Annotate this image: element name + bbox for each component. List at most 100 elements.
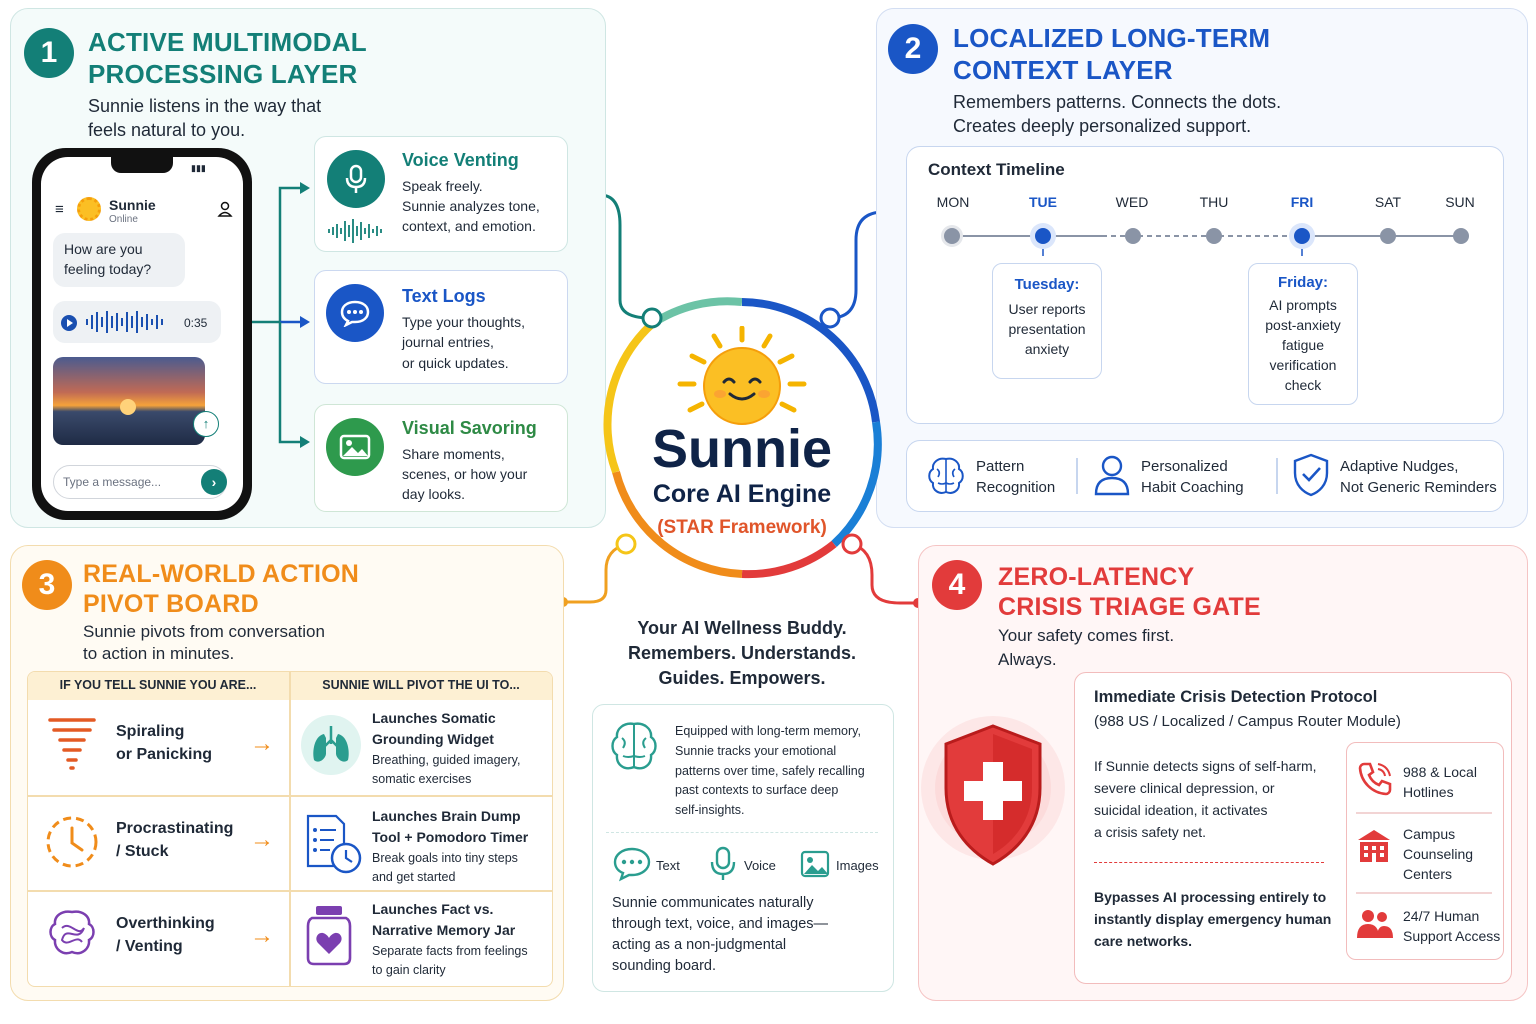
brain-icon [928,457,964,494]
day-label: MON [936,194,970,210]
arrow-right-icon: → [250,730,274,757]
voice-waveform-icon [328,219,382,243]
layer-title-line1: ACTIVE MULTIMODAL [88,27,367,57]
memory-line: past contexts to surface deep [675,783,839,797]
shield-check-icon [1293,453,1329,497]
share-icon[interactable]: ↑ [193,411,219,437]
feature-line: Pattern [976,458,1025,475]
state-line: Overthinking [116,915,215,932]
person-icon [1094,455,1130,496]
memory-line: Equipped with long-term memory, [675,724,861,738]
layer-subtitle-line2: Creates deeply personalized support. [953,116,1252,136]
chat-status: Online [109,214,138,225]
audio-time: 0:35 [184,316,208,330]
protocol-subtitle: (988 US / Localized / Campus Router Modu… [1094,713,1401,730]
layer-number-badge: 3 [22,560,72,610]
feature-strip [906,440,1504,512]
layer-subtitle-line2: to action in minutes. [83,644,235,663]
center-info-card [592,704,894,992]
action-line: Launches Somatic [372,710,496,726]
send-button[interactable]: › [201,469,227,495]
card-line: scenes, or how your [402,466,528,482]
friday-line: check [1284,377,1322,393]
chat-name: Sunnie [109,197,156,213]
feature-line: Habit Coaching [1141,479,1244,496]
layer-subtitle-line1: Sunnie pivots from conversation [83,622,325,641]
waveform-icon [86,311,163,333]
state-line: / Venting [116,938,183,955]
memory-line: patterns over time, safely recalling [675,764,865,778]
feature-line: Adaptive Nudges, [1340,458,1459,475]
checklist-timer-icon [306,814,362,874]
layer-title-line1: ZERO-LATENCY [998,563,1195,591]
menu-icon[interactable]: ≡ [55,201,64,218]
lungs-icon [301,715,361,775]
bypass-line: Bypasses AI processing entirely to [1094,889,1327,905]
card-line: Type your thoughts, [402,314,525,330]
state-line: Spiraling [116,723,185,740]
memory-line: Sunnie tracks your emotional [675,744,837,758]
tuesday-line: anxiety [1024,341,1070,357]
memory-line: self-insights. [675,803,745,817]
layer-title-line2: CONTEXT LAYER [953,55,1173,85]
layer-title-line2: PIVOT BOARD [83,590,259,618]
comm-line: acting as a non-judgmental [612,937,787,953]
detect-line: severe clinical depression, or [1094,780,1275,796]
arrow-right-icon: → [250,922,274,949]
layer-title-line2: PROCESSING LAYER [88,59,358,89]
card-line: context, and emotion. [402,218,536,234]
action-desc: to gain clarity [372,963,446,977]
tangled-brain-icon [49,910,95,955]
day-label: SAT [1374,194,1402,210]
bubble-line2: feeling today? [64,261,152,277]
resource-line: Hotlines [1403,784,1454,800]
card-line: journal entries, [402,334,494,350]
card-line: Sunnie analyzes tone, [402,198,540,214]
branch-arrows [252,182,310,448]
state-line: Procrastinating [116,820,234,837]
engine-framework: (STAR Framework) [657,517,827,538]
layer-subtitle-line1: Remembers patterns. Connects the dots. [953,92,1282,112]
engine-name: Sunnie [651,419,832,479]
detect-line: suicidal ideation, it activates [1094,802,1268,818]
action-desc: Breathing, guided imagery, [372,753,521,767]
mode-label: Text [656,858,680,873]
text-chat-icon [613,847,651,882]
action-desc: Break goals into tiny steps [372,851,518,865]
detect-line: a crisis safety net. [1094,824,1207,840]
action-line: Launches Brain Dump [372,808,521,824]
layer-number-badge: 2 [888,24,938,74]
friday-event-box [1248,263,1358,405]
state-line: / Stuck [116,843,169,860]
layer-title-line2: CRISIS TRIAGE GATE [998,593,1261,621]
resource-line: Counseling [1403,846,1474,862]
layer-title-line1: LOCALIZED LONG-TERM [953,23,1271,53]
day-label: TUE [1029,194,1057,210]
card-title: Visual Savoring [402,418,537,438]
microphone-icon [327,150,385,208]
tagline-line: Guides. Empowers. [658,668,826,688]
center-engine-ring [603,297,882,579]
tuesday-title: Tuesday: [1014,276,1080,293]
resource-line: 24/7 Human [1403,908,1480,924]
profile-icon[interactable] [217,201,233,217]
smiling-sun-icon [677,326,807,425]
day-label: FRI [1290,194,1314,210]
pivot-table [27,671,553,987]
mode-label: Voice [744,858,776,873]
phone-icon[interactable] [1356,760,1392,796]
card-title: Text Logs [402,286,486,306]
microphone-icon [710,846,736,880]
message-placeholder: Type a message... [63,475,162,489]
layer-subtitle-line2: Always. [998,650,1057,669]
people-icon[interactable] [1356,908,1394,940]
action-desc: somatic exercises [372,772,472,786]
layer-subtitle-line1: Sunnie listens in the way that [88,96,322,116]
card-line: day looks. [402,486,466,502]
building-icon[interactable] [1356,828,1392,864]
friday-line: fatigue [1281,337,1325,353]
timeline-title: Context Timeline [928,160,1065,179]
feature-line: Not Generic Reminders [1340,479,1497,496]
action-line: Narrative Memory Jar [372,922,516,938]
day-label: SUN [1445,194,1475,210]
